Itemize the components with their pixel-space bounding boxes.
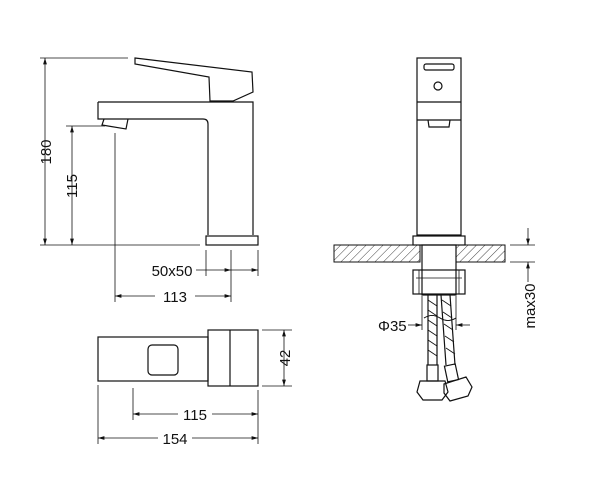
dim-180: 180	[38, 139, 55, 164]
spout-body	[97, 101, 254, 235]
mounting-nut	[412, 269, 466, 295]
indicator	[433, 81, 443, 91]
dim-max30: max30	[522, 283, 539, 328]
base	[205, 235, 259, 246]
front-view: Φ35 max30	[333, 57, 539, 402]
body-front	[416, 57, 462, 236]
body-top	[207, 329, 259, 387]
countertop-left	[333, 244, 421, 263]
hoses	[416, 294, 473, 402]
aerator-top	[147, 344, 179, 376]
dim-115-height: 115	[64, 174, 81, 198]
dim-42: 42	[277, 350, 294, 367]
dim-phi35: Φ35	[378, 318, 407, 335]
dim-113: 113	[163, 289, 187, 306]
dim-115-reach: 115	[183, 407, 207, 424]
side-view: 180 115 50x50 113	[38, 57, 259, 306]
dim-50x50: 50x50	[152, 263, 193, 280]
countertop-right	[455, 244, 506, 263]
handle	[134, 57, 254, 102]
dim-154: 154	[162, 431, 187, 448]
handle-slot	[423, 63, 455, 71]
aerator	[101, 118, 129, 130]
top-view: 42 115 154	[97, 329, 294, 448]
aerator-front	[427, 119, 451, 128]
